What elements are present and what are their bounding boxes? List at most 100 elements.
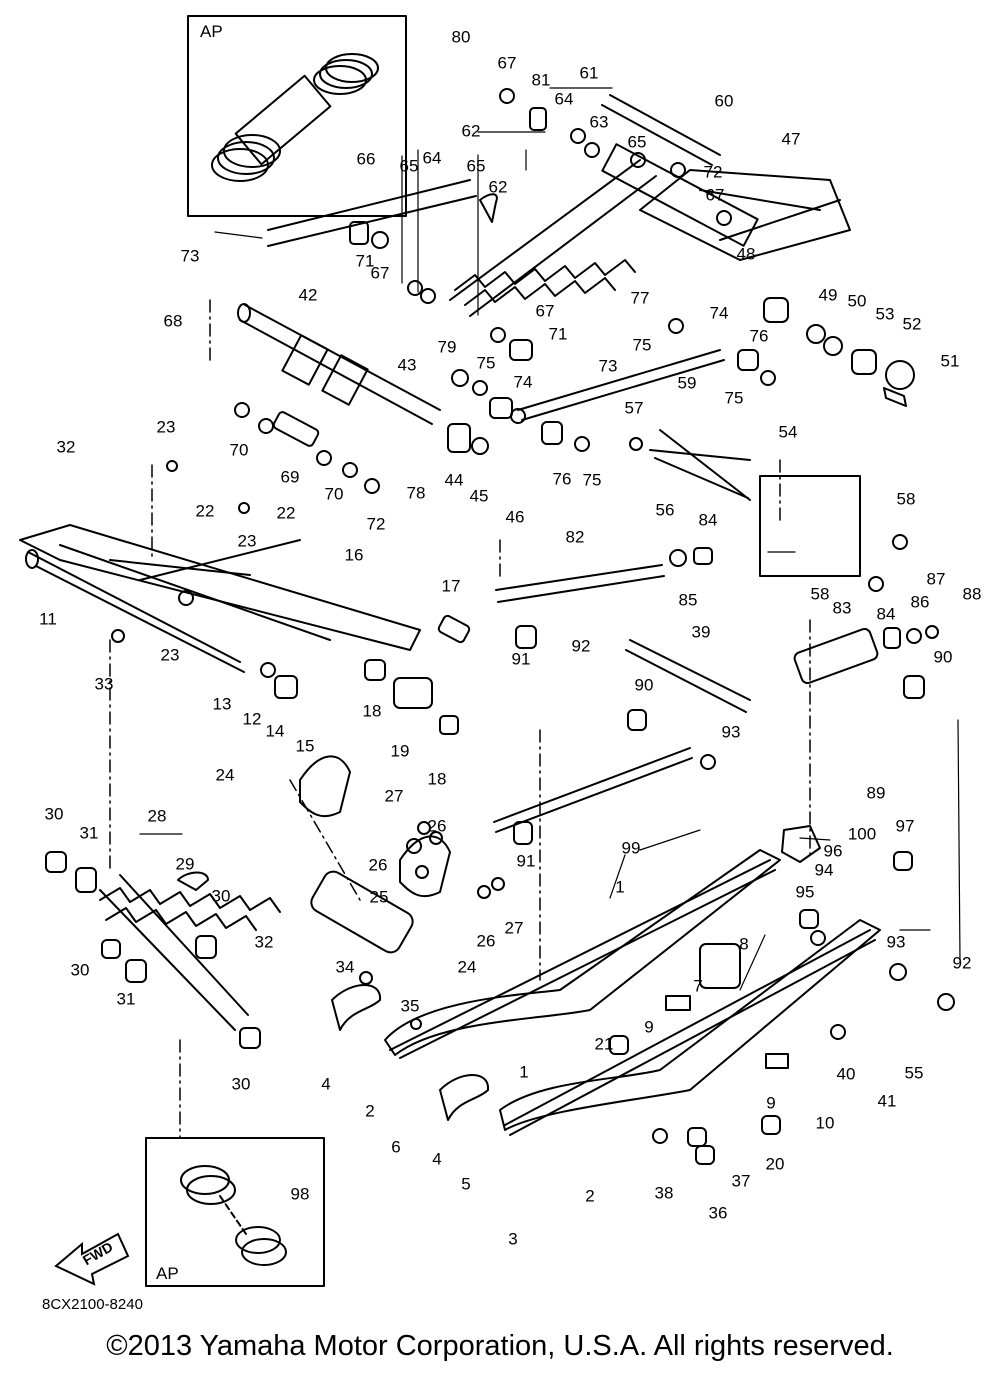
callout-70: 70 (325, 484, 344, 503)
callout-77: 77 (631, 288, 650, 307)
front-arm (19, 524, 421, 673)
callout-76: 76 (553, 469, 572, 488)
callout-11: 11 (39, 609, 57, 628)
callout-50: 50 (848, 291, 867, 310)
callout-27: 27 (385, 786, 404, 805)
callout-30: 30 (71, 960, 90, 979)
callout-69: 69 (281, 467, 300, 486)
callout-23: 23 (161, 645, 180, 664)
copyright-notice: ©2013 Yamaha Motor Corporation, U.S.A. A… (106, 1330, 894, 1362)
small-parts (45, 88, 955, 1165)
callout-17: 17 (442, 576, 461, 595)
rear-arm (267, 94, 851, 261)
callout-49: 49 (819, 285, 838, 304)
callout-97: 97 (896, 816, 915, 835)
callout-25: 25 (370, 887, 389, 906)
boot-illustration-top (211, 53, 379, 182)
callout-60: 60 (715, 91, 734, 110)
callout-15: 15 (296, 736, 315, 755)
callout-47: 47 (782, 129, 801, 148)
rear-shock (449, 159, 657, 317)
callout-95: 95 (796, 882, 815, 901)
callout-52: 52 (903, 314, 922, 333)
callout-75: 75 (583, 470, 602, 489)
callout-74: 74 (514, 372, 533, 391)
callout-38: 38 (655, 1183, 674, 1202)
callout-91: 91 (517, 851, 536, 870)
callout-30: 30 (232, 1074, 251, 1093)
callout-8: 8 (739, 934, 748, 953)
callout-18: 18 (363, 701, 382, 720)
callout-88: 88 (963, 584, 982, 603)
callout-24: 24 (216, 765, 235, 784)
callout-58: 58 (811, 584, 830, 603)
callout-27: 27 (505, 918, 524, 937)
callout-1: 1 (519, 1062, 528, 1081)
callout-63: 63 (590, 112, 609, 131)
callout-6: 6 (391, 1137, 400, 1156)
callout-7: 7 (693, 976, 702, 995)
callout-4: 4 (432, 1149, 441, 1168)
callout-78: 78 (407, 483, 426, 502)
callout-86: 86 (911, 592, 930, 611)
callout-4: 4 (321, 1074, 330, 1093)
callout-70: 70 (230, 440, 249, 459)
callout-59: 59 (678, 373, 697, 392)
callout-22: 22 (196, 501, 215, 520)
callout-64: 64 (423, 148, 442, 167)
callout-13: 13 (213, 694, 232, 713)
callout-99: 99 (622, 838, 641, 857)
callout-64: 64 (555, 89, 574, 108)
callout-16: 16 (345, 545, 364, 564)
callout-91: 91 (512, 649, 531, 668)
callout-81: 81 (532, 70, 551, 89)
callout-18: 18 (428, 769, 447, 788)
callout-12: 12 (243, 709, 262, 728)
callout-34: 34 (336, 957, 355, 976)
callout-75: 75 (725, 388, 744, 407)
callout-61: 61 (580, 63, 599, 82)
callout-72: 72 (704, 162, 723, 181)
slide-rail-right (499, 919, 881, 1136)
callout-100: 100 (848, 824, 876, 843)
inset-box-top (187, 15, 407, 217)
callout-39: 39 (692, 622, 711, 641)
callout-82: 82 (566, 527, 585, 546)
callout-67: 67 (536, 301, 555, 320)
inset-box-bottom (145, 1137, 325, 1287)
callout-30: 30 (212, 886, 231, 905)
callout-26: 26 (428, 816, 447, 835)
callout-89: 89 (867, 783, 886, 802)
callout-43: 43 (398, 355, 417, 374)
callout-75: 75 (477, 353, 496, 372)
callout-55: 55 (905, 1063, 924, 1082)
fwd-arrow-icon (54, 1232, 130, 1286)
pivot-shaft (237, 303, 441, 425)
callout-73: 73 (599, 356, 618, 375)
callout-9: 9 (766, 1093, 775, 1112)
callout-48: 48 (737, 244, 756, 263)
callout-67: 67 (706, 185, 725, 204)
front-shock (99, 874, 281, 1031)
callout-67: 67 (498, 53, 517, 72)
callout-79: 79 (438, 337, 457, 356)
callout-24: 24 (458, 957, 477, 976)
callout-41: 41 (878, 1091, 897, 1110)
callout-29: 29 (176, 854, 195, 873)
callout-56: 56 (656, 500, 675, 519)
callout-21: 21 (595, 1034, 614, 1053)
callout-72: 72 (367, 514, 386, 533)
callout-83: 83 (833, 598, 852, 617)
callout-35: 35 (401, 996, 420, 1015)
callout-71: 71 (356, 251, 375, 270)
callout-96: 96 (824, 841, 843, 860)
callout-84: 84 (699, 510, 718, 529)
callout-33: 33 (95, 674, 114, 693)
callout-98: 98 (291, 1184, 310, 1203)
callout-31: 31 (117, 989, 136, 1008)
callout-58: 58 (897, 489, 916, 508)
callout-42: 42 (299, 285, 318, 304)
callout-93: 93 (722, 722, 741, 741)
callout-5: 5 (461, 1174, 470, 1193)
callout-19: 19 (391, 741, 410, 760)
